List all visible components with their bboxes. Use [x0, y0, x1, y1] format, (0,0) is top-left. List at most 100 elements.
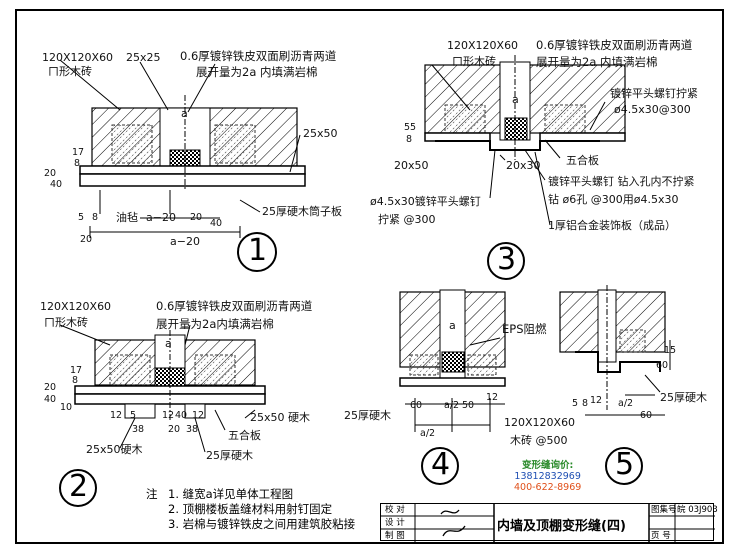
d3-screw-spec: ø4.5x30@300	[614, 103, 691, 116]
d3-trim-label: 1厚铝合金装饰板（成品）	[548, 219, 676, 232]
atlas-label: 图集号	[651, 505, 677, 515]
d2-dim-8: 8	[72, 375, 79, 386]
d5-dim-5: 5	[572, 398, 579, 409]
d1-dim-40: 40	[50, 179, 63, 190]
title-block: 校 对 设 计 制 图 内墙及顶棚变形缝(四) 图集号 皖 03J903 页 号	[380, 503, 718, 542]
d2-dim-20: 20	[44, 382, 57, 393]
d1-dim-a-minus-20b: a−20	[170, 235, 200, 248]
d2-brick-type-label: ㄇ形木砖	[44, 316, 88, 329]
d1-dim-a-minus-20: a−20	[146, 211, 176, 224]
d1-dim-8: 8	[74, 158, 81, 169]
d5-dim-60b: 60	[640, 410, 653, 421]
d3-plywood-label: 五合板	[566, 154, 599, 167]
drawing-title: 内墙及顶棚变形缝(四)	[497, 519, 626, 534]
detail-4-drawing	[399, 289, 506, 432]
d4-eps-label: EPS阻燃	[502, 322, 547, 336]
design-label: 设 计	[385, 518, 405, 528]
d4-dim-50: 50	[462, 400, 475, 411]
d5-dim-a2: a/2	[618, 398, 634, 409]
d2-wood2-label: 25x50硬木	[86, 443, 143, 456]
price-watermark: 变形缝询价: 13812832969 400-622-8969	[514, 460, 581, 493]
d3-sheet-note: 0.6厚镀锌铁皮双面刷沥青两道	[536, 38, 693, 52]
note-item: 1. 缝宽a详见单体工程图	[168, 487, 294, 501]
detail-2-drawing	[59, 324, 266, 453]
d2-dim-40: 40	[44, 394, 57, 405]
d4-brick2-label: 木砖 @500	[510, 434, 568, 447]
d5-dim-60: 60	[656, 360, 669, 371]
d3-screw3b-label: 拧紧 @300	[378, 213, 436, 226]
d1-dim-17: 17	[72, 147, 85, 158]
d1-brick-label: 120X120X60	[42, 51, 114, 64]
d2-plywood-label: 五合板	[228, 429, 261, 442]
d1-dim-20: 20	[44, 168, 57, 179]
page-label: 页 号	[651, 531, 671, 541]
detail-4-circle	[421, 447, 459, 485]
d1-dim-20c: 20	[190, 212, 203, 223]
d3-screw-note: 镀锌平头螺钉拧紧	[610, 87, 698, 100]
d3-brick-label: 120X120X60	[447, 39, 519, 52]
atlas-number: 皖 03J903	[677, 505, 718, 515]
watermark-phone-1: 13812832969	[514, 471, 581, 482]
d4-label-a: a	[449, 319, 456, 332]
d2-sheet-note: 0.6厚镀锌铁皮双面刷沥青两道	[156, 299, 313, 313]
detail-5-drawing	[559, 285, 671, 416]
d4-dim-a2: a/2	[420, 428, 436, 439]
d3-screw3-label: ø4.5x30镀锌平头螺钉	[370, 195, 481, 208]
detail-4-number: 4	[431, 447, 451, 482]
d2-dim-38b: 38	[186, 424, 199, 435]
d5-board-label: 25厚硬木	[660, 391, 707, 404]
sheet-border	[15, 9, 724, 544]
d3-screw2-label: 镀锌平头螺钉 钻入孔内不拧紧	[548, 175, 695, 188]
d1-brick-type-label: ㄇ形木砖	[48, 65, 92, 78]
d3-brick-type-label: ㄇ形木砖	[452, 55, 496, 68]
d2-dim-38: 38	[132, 424, 145, 435]
d2-label-a: a	[165, 337, 172, 350]
detail-3-number: 3	[497, 242, 517, 277]
draft-label: 制 图	[385, 531, 405, 541]
detail-2-number: 2	[69, 469, 89, 504]
d2-dim-40b: 40	[175, 410, 188, 421]
d2-board-label: 25厚硬木	[206, 449, 253, 462]
detail-2-circle	[59, 469, 97, 507]
d4-dim-60: 60	[410, 400, 423, 411]
d2-dim-12: 12	[110, 410, 123, 421]
note-item: 3. 岩棉与镀锌铁皮之间用建筑胶粘接	[168, 517, 356, 531]
d1-dim-5: 5	[78, 212, 85, 223]
detail-3-drawing	[424, 55, 626, 226]
d2-dim-20b: 20	[168, 424, 181, 435]
d3-dim-20x50: 20x50	[394, 159, 429, 172]
d2-brick-label: 120X120X60	[40, 300, 112, 313]
d2-wood1-label: 25x50 硬木	[250, 411, 311, 424]
d5-dim-8: 8	[582, 398, 589, 409]
d3-dim-20x30: 20x30	[506, 159, 541, 172]
d3-label-a: a	[512, 93, 519, 106]
detail-5-number: 5	[615, 447, 635, 482]
d2-dim-12b: 12	[162, 410, 175, 421]
d3-dim-55: 55	[404, 122, 417, 133]
detail-5-circle	[605, 447, 643, 485]
d1-sheet-note-2: 展开量为2a 内填满岩棉	[196, 65, 318, 79]
d5-dim-12: 12	[590, 395, 603, 406]
d1-board-label: 25厚硬木筒子板	[262, 205, 342, 218]
d1-dim-40b: 40	[210, 218, 223, 229]
d2-dim-10: 10	[60, 402, 73, 413]
detail-1-drawing	[59, 59, 306, 238]
d2-dim-17: 17	[70, 365, 83, 376]
d4-dim-12: 12	[486, 392, 499, 403]
d4-board-label: 25厚硬木	[344, 409, 391, 422]
notes-label: 注	[146, 487, 158, 501]
d2-sheet-note-2: 展开量为2a内填满岩棉	[156, 317, 274, 331]
d1-dim-25x50: 25x50	[303, 127, 338, 140]
d3-screw2b-label: 钻 ø6孔 @300用ø4.5x30	[548, 193, 679, 206]
d1-dim-25x25: 25x25	[126, 51, 161, 64]
d4-dim-a2b: a/2	[444, 400, 460, 411]
d2-dim-12c: 12	[192, 410, 205, 421]
notes-block: 注 1. 缝宽a详见单体工程图 2. 顶棚楼板盖缝材料用射钉固定 3. 岩棉与镀…	[146, 487, 355, 532]
d5-dim-15: 15	[664, 345, 677, 356]
d1-felt-label: 油毡	[116, 211, 138, 224]
d3-dim-8: 8	[406, 134, 413, 145]
d4-brick-label: 120X120X60	[504, 416, 576, 429]
detail-1-number: 1	[248, 233, 268, 268]
